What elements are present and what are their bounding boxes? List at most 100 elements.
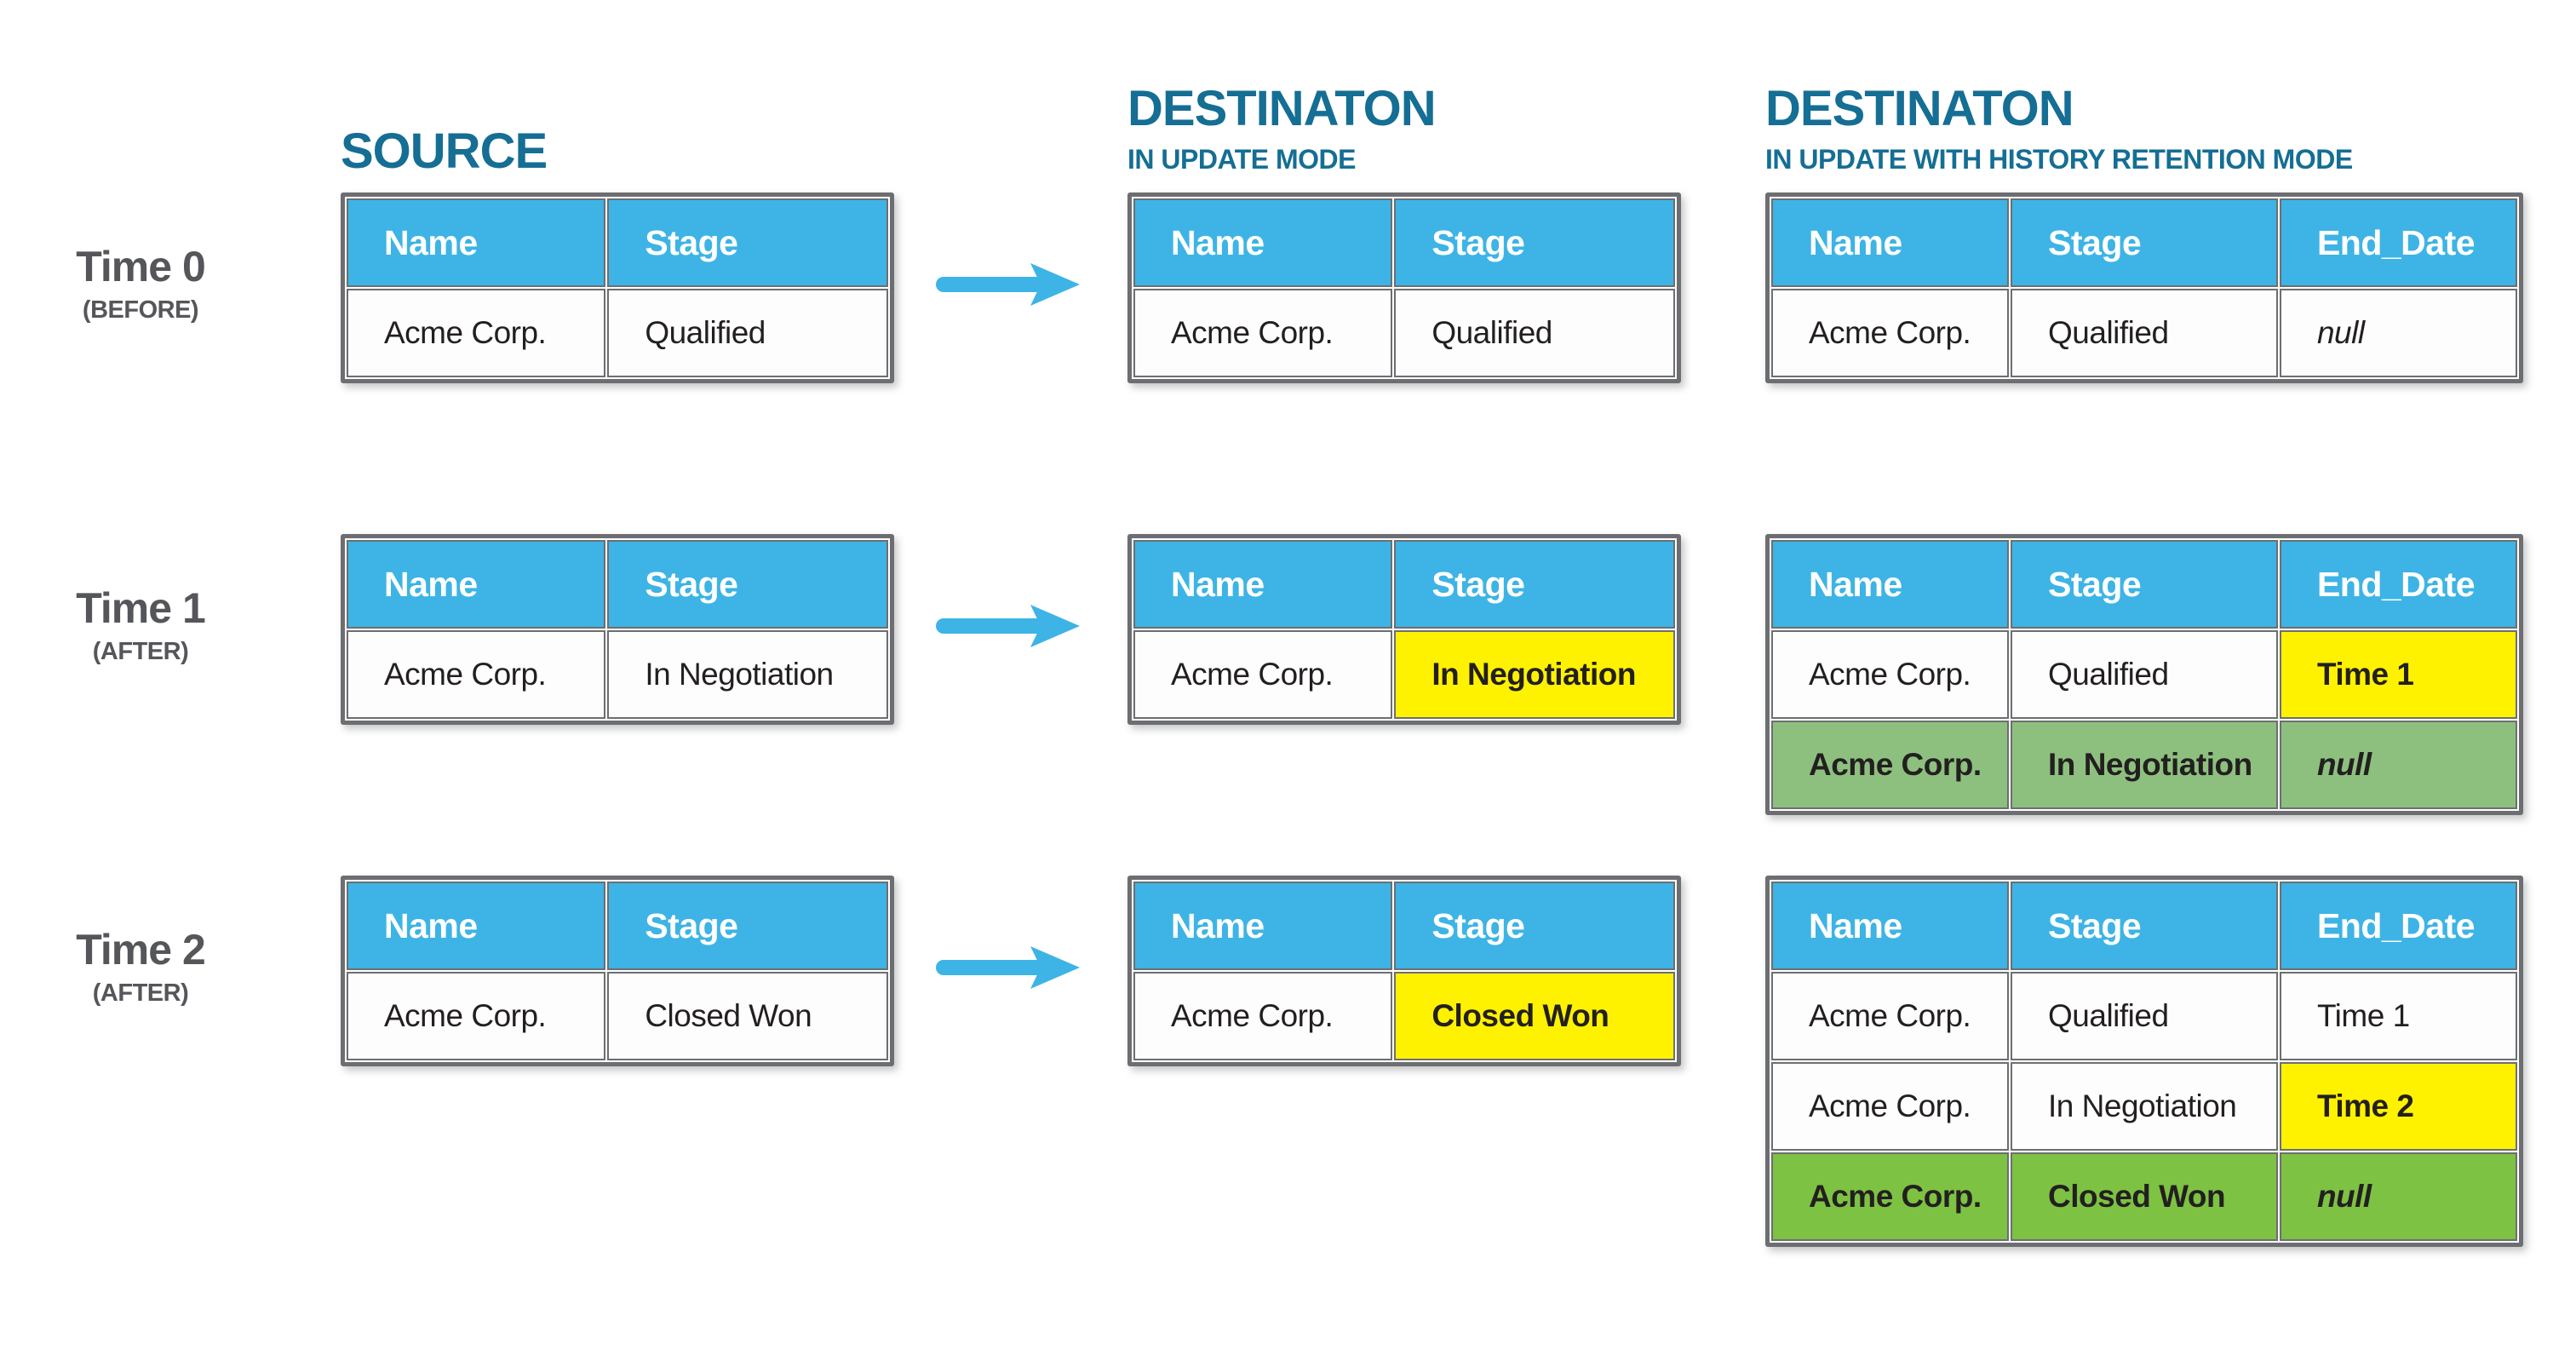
header-cell: Name	[347, 540, 606, 629]
table-cell: null	[2279, 721, 2517, 809]
table-cell: Qualified	[607, 289, 888, 377]
table-cell: Closed Won	[1394, 972, 1675, 1060]
table-cell: Qualified	[1394, 289, 1675, 377]
header-cell: Stage	[1394, 540, 1675, 629]
header-cell: Name	[347, 198, 606, 287]
table-cell: Qualified	[2011, 630, 2278, 719]
table-cell: Closed Won	[2011, 1152, 2278, 1241]
header-cell: Name	[1771, 198, 2010, 287]
table-row: Acme Corp.Closed Won	[1133, 972, 1675, 1060]
dest-update-title: DESTINATON	[1127, 81, 1437, 136]
table-cell: In Negotiation	[2011, 721, 2278, 809]
header-cell: Stage	[2011, 198, 2278, 287]
header-cell: Name	[1133, 198, 1393, 287]
dest-update-subtitle: IN UPDATE MODE	[1127, 143, 1356, 175]
header-cell: Stage	[607, 198, 888, 287]
header-cell: Stage	[2011, 540, 2278, 629]
header-cell: Name	[1133, 540, 1393, 629]
header-cell: Stage	[1394, 198, 1675, 287]
table-row: Acme Corp.In Negotiation	[1133, 630, 1675, 719]
header-cell: Stage	[607, 540, 888, 629]
table-cell: Acme Corp.	[347, 289, 606, 377]
table-cell: Acme Corp.	[1771, 972, 2010, 1060]
table-cell: In Negotiation	[607, 630, 888, 719]
table-cell: Acme Corp.	[1771, 1152, 2010, 1241]
header-cell: Name	[1771, 882, 2010, 970]
table-row: Acme Corp.Qualified	[1133, 289, 1675, 377]
table-cell: Qualified	[2011, 289, 2278, 377]
table-cell: Qualified	[2011, 972, 2278, 1060]
time-2-label: Time 2	[76, 926, 206, 974]
table-cell: Acme Corp.	[1771, 289, 2010, 377]
flow-arrow-icon	[936, 263, 1080, 306]
table-cell: Acme Corp.	[347, 630, 606, 719]
table-row: Acme Corp.Qualified	[347, 289, 888, 377]
table-cell: In Negotiation	[2011, 1062, 2278, 1151]
table-cell: Time 1	[2279, 972, 2517, 1060]
header-cell: End_Date	[2279, 198, 2517, 287]
header-cell: Stage	[1394, 882, 1675, 970]
source-title: SOURCE	[341, 123, 548, 179]
table-cell: Closed Won	[607, 972, 888, 1060]
table-cell: In Negotiation	[1394, 630, 1675, 719]
time-label-1: Time 1 (AFTER)	[26, 583, 255, 666]
table-row: Acme Corp.In Negotiation	[347, 630, 888, 719]
dest-history-subtitle: IN UPDATE WITH HISTORY RETENTION MODE	[1765, 143, 2353, 175]
header-cell: End_Date	[2279, 540, 2517, 629]
time-0-label: Time 0	[76, 243, 206, 290]
dest-history-title: DESTINATON	[1765, 81, 2074, 136]
time-2-phase: (AFTER)	[92, 979, 189, 1007]
table-cell: Acme Corp.	[1133, 972, 1393, 1060]
table-cell: Acme Corp.	[1771, 1062, 2010, 1151]
table-row: Acme Corp.Closed Won	[347, 972, 888, 1060]
table-cell: Acme Corp.	[1133, 289, 1393, 377]
time-label-2: Time 2 (AFTER)	[26, 925, 255, 1008]
time-0-phase: (BEFORE)	[82, 296, 199, 324]
flow-arrow-icon	[936, 946, 1080, 989]
header-cell: Stage	[2011, 882, 2278, 970]
table-cell: Acme Corp.	[347, 972, 606, 1060]
time-1-label: Time 1	[76, 584, 206, 632]
header-cell: Name	[347, 882, 606, 970]
dest-history-heading: DESTINATON IN UPDATE WITH HISTORY RETENT…	[1765, 83, 2353, 175]
table-cell: Acme Corp.	[1133, 630, 1393, 719]
header-cell: End_Date	[2279, 882, 2517, 970]
dest-update-heading: DESTINATON IN UPDATE MODE	[1127, 81, 1437, 175]
table-cell: null	[2279, 1152, 2517, 1241]
time-1-phase: (AFTER)	[92, 638, 189, 665]
flow-arrow-icon	[936, 605, 1080, 647]
time-label-0: Time 0 (BEFORE)	[26, 242, 255, 325]
